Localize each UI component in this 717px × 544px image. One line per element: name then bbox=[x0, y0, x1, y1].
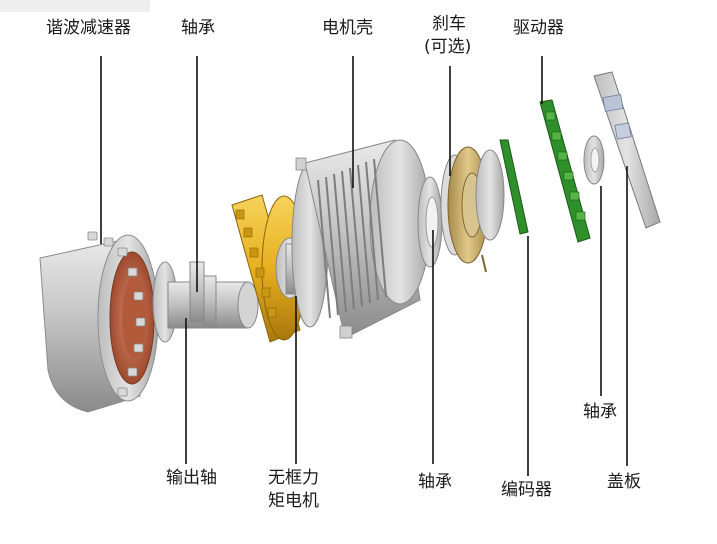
label-frameless-motor-line2: 矩电机 bbox=[268, 491, 319, 511]
brake-part bbox=[440, 146, 505, 273]
label-cover: 盖板 bbox=[607, 472, 641, 492]
label-output-shaft: 输出轴 bbox=[166, 468, 217, 488]
label-brake-optional: (可选) bbox=[424, 37, 472, 57]
label-bearing-mid: 轴承 bbox=[418, 472, 452, 492]
label-bearing-right: 轴承 bbox=[583, 402, 617, 422]
label-harmonic-reducer: 谐波减速器 bbox=[46, 18, 131, 38]
label-brake: 刹车 bbox=[432, 14, 466, 34]
label-encoder: 编码器 bbox=[501, 480, 552, 500]
label-bearing-top: 轴承 bbox=[181, 18, 215, 38]
label-frameless-motor-line1: 无框力 bbox=[268, 468, 319, 488]
cover-plate-part bbox=[593, 71, 661, 229]
leader-lines bbox=[100, 56, 628, 476]
label-motor-housing: 电机壳 bbox=[322, 18, 373, 38]
output-shaft-part bbox=[152, 261, 259, 343]
right-bearing-part bbox=[583, 135, 605, 185]
label-driver: 驱动器 bbox=[513, 18, 564, 38]
top-left-banner bbox=[0, 0, 150, 12]
encoder-part bbox=[499, 139, 529, 235]
driver-part bbox=[539, 99, 591, 243]
harmonic-reducer-part bbox=[39, 231, 159, 413]
middle-bearing-part bbox=[417, 176, 443, 268]
motor-housing-part bbox=[291, 139, 431, 339]
